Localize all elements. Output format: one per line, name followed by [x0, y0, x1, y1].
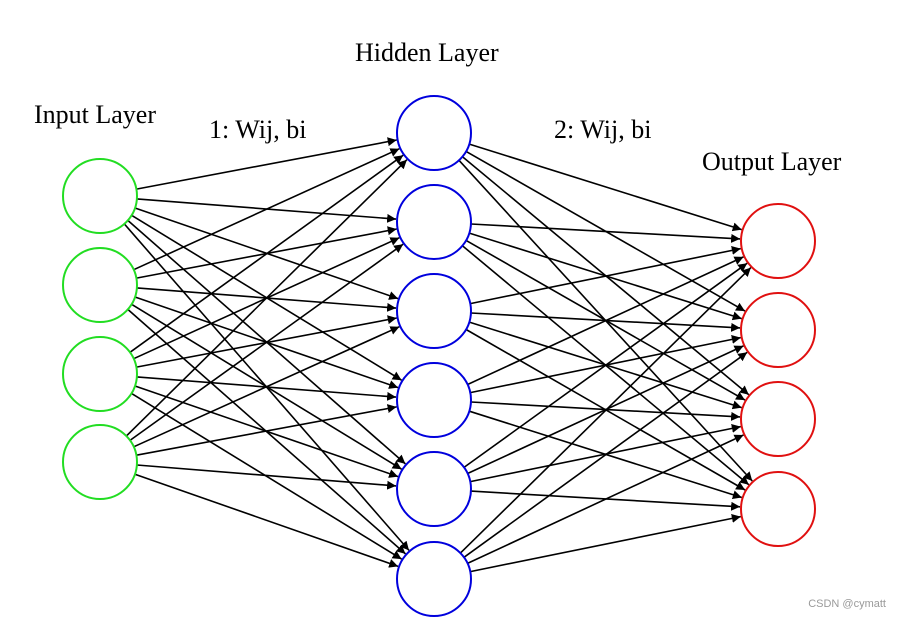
connection-input-4-to-hidden-1 — [125, 159, 408, 437]
hidden-neuron-2 — [396, 184, 472, 260]
connection-hidden-6-to-output-2 — [463, 351, 748, 558]
connection-hidden-6-to-output-1 — [459, 267, 752, 554]
hidden-neuron-4 — [396, 362, 472, 438]
connection-input-4-to-hidden-6 — [134, 473, 399, 568]
output-neuron-2 — [740, 292, 816, 368]
hidden-neuron-3 — [396, 273, 472, 349]
weights-2-label: 2: Wij, bi — [554, 115, 651, 144]
connection-input-1-to-hidden-1 — [136, 137, 397, 190]
connection-input-4-to-hidden-4 — [136, 404, 397, 456]
input-layer-label: Input Layer — [34, 100, 156, 129]
output-neuron-4 — [740, 471, 816, 547]
connections — [123, 137, 753, 573]
watermark: CSDN @cymatt — [808, 598, 886, 610]
hidden-layer-label: Hidden Layer — [355, 38, 499, 67]
weights-1-label: 1: Wij, bi — [209, 115, 306, 144]
input-neuron-4 — [62, 424, 138, 500]
input-neuron-1 — [62, 158, 138, 234]
output-neuron-3 — [740, 381, 816, 457]
connection-hidden-6-to-output-4 — [470, 513, 741, 573]
connection-hidden-2-to-output-1 — [470, 223, 741, 243]
output-neuron-1 — [740, 203, 816, 279]
connection-input-2-to-hidden-1 — [133, 147, 400, 271]
connection-hidden-1-to-output-1 — [469, 143, 742, 232]
connection-input-3-to-hidden-1 — [129, 154, 404, 353]
connection-input-4-to-hidden-3 — [133, 325, 400, 448]
connection-hidden-3-to-output-1 — [470, 245, 741, 305]
connection-input-4-to-hidden-5 — [136, 464, 397, 490]
connection-hidden-6-to-output-3 — [467, 434, 744, 565]
connection-hidden-5-to-output-1 — [463, 262, 748, 469]
neurons — [62, 95, 816, 617]
input-neuron-2 — [62, 247, 138, 323]
output-layer-label: Output Layer — [702, 147, 842, 176]
hidden-neuron-6 — [396, 541, 472, 617]
connection-hidden-4-to-output-1 — [467, 256, 744, 386]
hidden-neuron-1 — [396, 95, 472, 171]
connection-input-4-to-hidden-2 — [129, 243, 404, 442]
hidden-neuron-5 — [396, 451, 472, 527]
input-neuron-3 — [62, 336, 138, 412]
